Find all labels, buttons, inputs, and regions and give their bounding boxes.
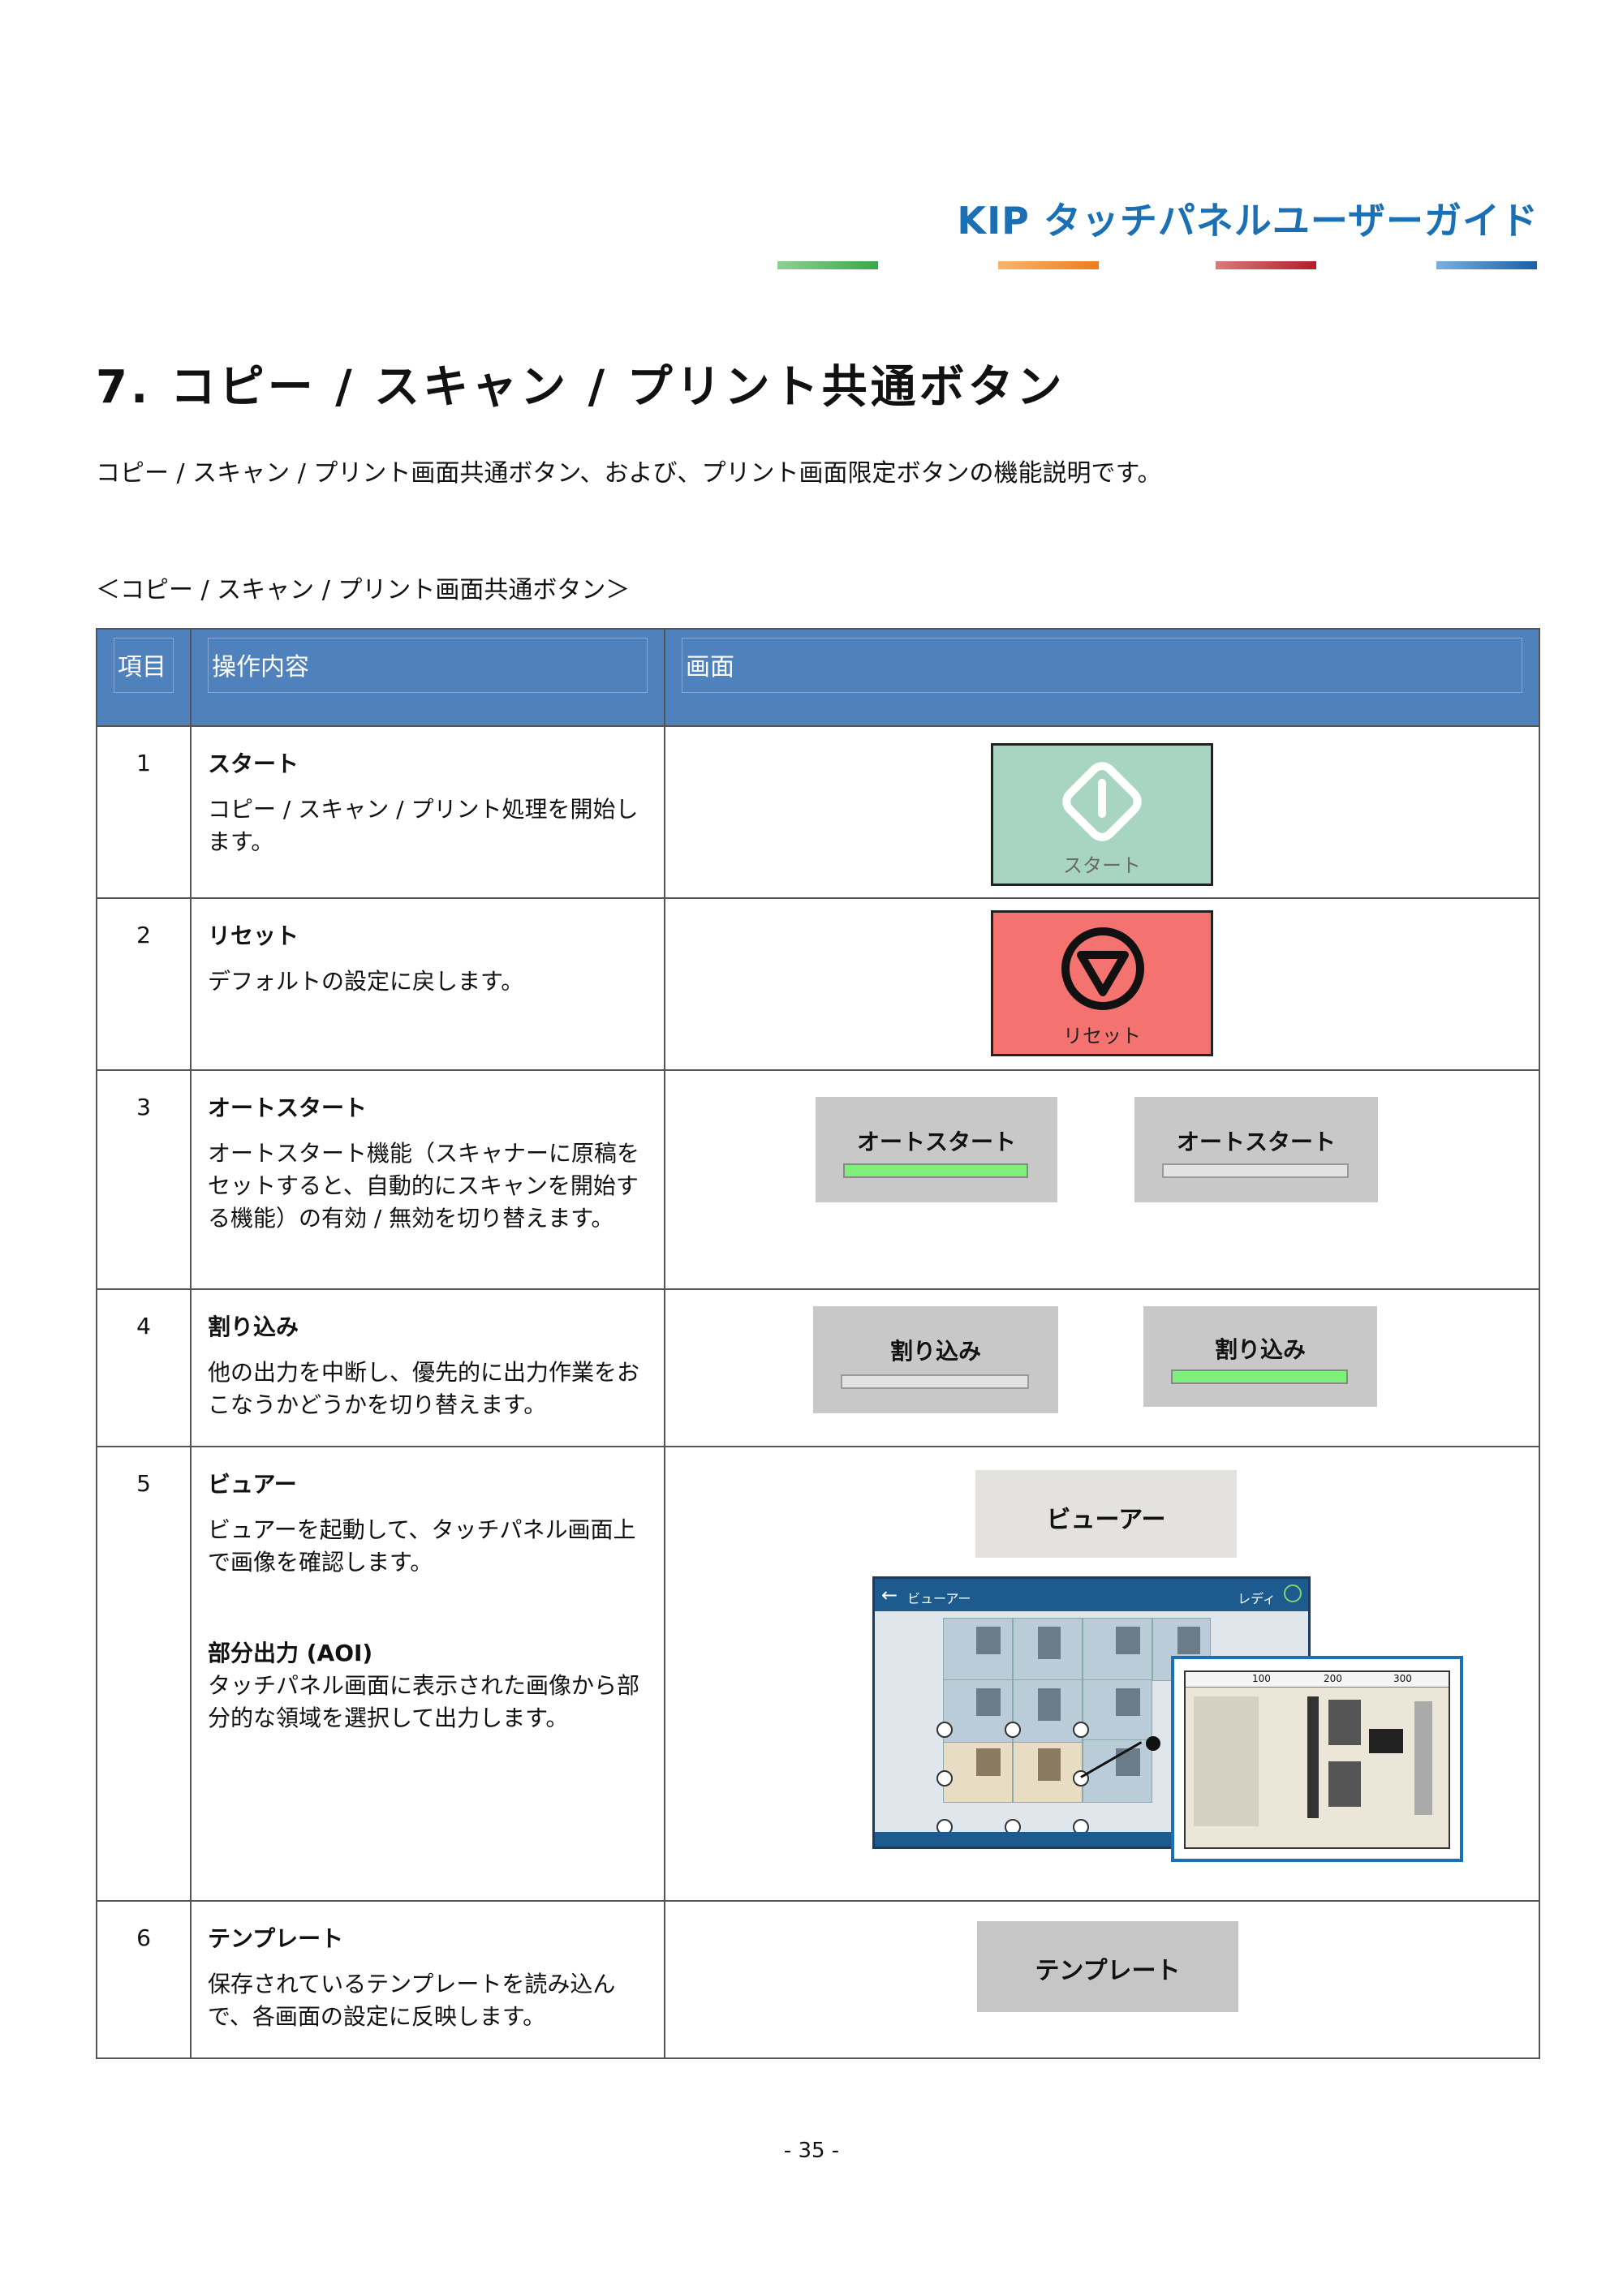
thumbnail <box>1083 1679 1152 1743</box>
ruler-tick: 100 <box>1252 1673 1271 1684</box>
interrupt-indicator-on <box>1171 1369 1348 1384</box>
row-description: 割り込み 他の出力を中断し、優先的に出力作業をおこなうかどうかを切り替えます。 <box>190 1288 665 1447</box>
template-button[interactable]: テンプレート <box>977 1921 1238 2012</box>
table-row: 4 割り込み 他の出力を中断し、優先的に出力作業をおこなうかどうかを切り替えます… <box>96 1288 1540 1447</box>
row-number: 4 <box>96 1288 192 1447</box>
zoom-image: 100 200 300 <box>1184 1670 1450 1849</box>
page-number: - 35 - <box>783 2139 840 2163</box>
template-button-label: テンプレート <box>1035 1957 1181 1985</box>
thumbnail-selected <box>943 1739 1013 1803</box>
table-header-row: 項目 操作内容 画面 <box>96 628 1540 727</box>
row-name: オートスタート <box>208 1094 368 1121</box>
ruler-tick: 300 <box>1393 1673 1412 1684</box>
autostart-label: オートスタート <box>856 1129 1016 1155</box>
thumbnail-selected <box>1013 1739 1083 1803</box>
accent-bar-red <box>1216 261 1316 269</box>
start-icon <box>1062 762 1142 841</box>
row-screen: スタート <box>664 725 1540 899</box>
row-number: 2 <box>96 897 192 1071</box>
row-name: 割り込み <box>208 1314 299 1340</box>
section-title: 7. コピー / スキャン / プリント共通ボタン <box>96 361 1065 414</box>
row-description: スタート コピー / スキャン / プリント処理を開始します。 <box>190 725 665 899</box>
thumbnail <box>1083 1618 1152 1681</box>
viewer-title: ビューアー <box>907 1591 971 1606</box>
thumbnail <box>1013 1618 1083 1681</box>
aoi-handle[interactable] <box>1005 1722 1021 1738</box>
interrupt-label: 割り込み <box>889 1338 981 1365</box>
table-row: 5 ビュアー ビュアーを起動して、タッチパネル画面上で画像を確認します。 部分出… <box>96 1446 1540 1902</box>
row-number: 3 <box>96 1069 192 1290</box>
reset-button[interactable]: リセット <box>991 910 1213 1056</box>
interrupt-button-off[interactable]: 割り込み <box>813 1306 1058 1413</box>
start-button[interactable]: スタート <box>991 743 1213 886</box>
row-text: デフォルトの設定に戻します。 <box>208 968 524 995</box>
autostart-button-off[interactable]: オートスタート <box>1134 1097 1378 1202</box>
row-description: リセット デフォルトの設定に戻します。 <box>190 897 665 1071</box>
row-name: テンプレート <box>208 1925 344 1952</box>
row-text: コピー / スキャン / プリント処理を開始します。 <box>208 796 639 855</box>
table-subheading: ＜コピー / スキャン / プリント画面共通ボタン＞ <box>96 576 631 604</box>
aoi-handle[interactable] <box>936 1770 953 1786</box>
accent-bar-blue <box>1436 261 1537 269</box>
guide-title: KIP タッチパネルユーザーガイド <box>957 199 1539 243</box>
interrupt-indicator-off <box>841 1374 1029 1389</box>
row-name: スタート <box>208 750 299 777</box>
section-intro: コピー / スキャン / プリント画面共通ボタン、および、プリント画面限定ボタン… <box>96 459 1162 488</box>
reset-button-label: リセット <box>1063 1025 1141 1047</box>
row-number: 1 <box>96 725 192 899</box>
accent-bar-green <box>777 261 878 269</box>
row-name-aoi: 部分出力 (AOI) <box>208 1640 373 1666</box>
table-row: 6 テンプレート 保存されているテンプレートを読み込んで、各画面の設定に反映しま… <box>96 1900 1540 2059</box>
row-description: オートスタート オートスタート機能（スキャナーに原稿をセットすると、自動的にスキ… <box>190 1069 665 1290</box>
back-arrow-icon[interactable]: ← <box>881 1584 898 1606</box>
interrupt-button-on[interactable]: 割り込み <box>1143 1306 1377 1407</box>
start-button-label: スタート <box>1063 854 1141 877</box>
header-item: 項目 <box>96 628 192 727</box>
thumbnail <box>943 1618 1013 1681</box>
autostart-indicator-off <box>1162 1163 1349 1178</box>
header-screen: 画面 <box>664 628 1540 727</box>
viewer-topbar: ← ビューアー レディ <box>875 1579 1308 1611</box>
viewer-button-label: ビューアー <box>1046 1506 1166 1534</box>
interrupt-label: 割り込み <box>1214 1336 1306 1363</box>
row-text: 保存されているテンプレートを読み込んで、各画面の設定に反映します。 <box>208 1971 616 2030</box>
autostart-button-on[interactable]: オートスタート <box>816 1097 1057 1202</box>
row-text: 他の出力を中断し、優先的に出力作業をおこなうかどうかを切り替えます。 <box>208 1359 640 1418</box>
leader-dot <box>1146 1736 1160 1751</box>
autostart-label: オートスタート <box>1176 1129 1336 1155</box>
header-operation: 操作内容 <box>190 628 665 727</box>
reset-icon <box>1061 927 1144 1010</box>
row-screen: リセット <box>664 897 1540 1071</box>
aoi-zoom-preview: 100 200 300 <box>1171 1656 1463 1862</box>
row-text: ビュアーを起動して、タッチパネル画面上で画像を確認します。 <box>208 1516 636 1576</box>
row-number: 5 <box>96 1446 192 1902</box>
table-row: 2 リセット デフォルトの設定に戻します。 リセット <box>96 897 1540 1071</box>
row-screen: ビューアー ← ビューアー レディ <box>664 1446 1540 1902</box>
accent-bar-orange <box>998 261 1099 269</box>
row-screen: テンプレート <box>664 1900 1540 2059</box>
row-description: ビュアー ビュアーを起動して、タッチパネル画面上で画像を確認します。 部分出力 … <box>190 1446 665 1902</box>
ready-icon <box>1284 1584 1302 1602</box>
row-number: 6 <box>96 1900 192 2059</box>
thumbnail <box>943 1679 1013 1743</box>
ruler-tick: 200 <box>1324 1673 1342 1684</box>
aoi-handle[interactable] <box>1073 1722 1089 1738</box>
row-screen: 割り込み 割り込み <box>664 1288 1540 1447</box>
viewer-status: レディ <box>1238 1591 1276 1606</box>
row-screen: オートスタート オートスタート <box>664 1069 1540 1290</box>
row-description: テンプレート 保存されているテンプレートを読み込んで、各画面の設定に反映します。 <box>190 1900 665 2059</box>
row-name: ビュアー <box>208 1471 297 1498</box>
row-name: リセット <box>208 922 299 949</box>
button-table: 項目 操作内容 画面 1 スタート コピー / スキャン / プリント処理を開始… <box>96 628 1540 2059</box>
viewer-button[interactable]: ビューアー <box>975 1470 1237 1558</box>
table-row: 3 オートスタート オートスタート機能（スキャナーに原稿をセットすると、自動的に… <box>96 1069 1540 1290</box>
row-text: オートスタート機能（スキャナーに原稿をセットすると、自動的にスキャンを開始する機… <box>208 1140 640 1232</box>
autostart-indicator-on <box>843 1163 1028 1178</box>
row-text-aoi: タッチパネル画面に表示された画像から部分的な領域を選択して出力します。 <box>208 1672 640 1731</box>
thumbnail <box>1013 1679 1083 1743</box>
table-row: 1 スタート コピー / スキャン / プリント処理を開始します。 スタート <box>96 725 1540 899</box>
zoom-ruler: 100 200 300 <box>1186 1672 1449 1688</box>
aoi-handle[interactable] <box>936 1722 953 1738</box>
